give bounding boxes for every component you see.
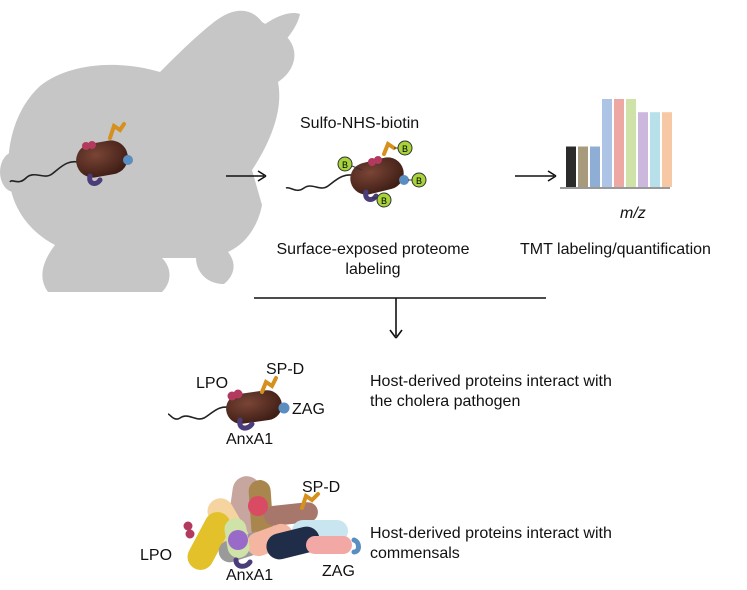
pathogen-caption: Host-derived proteins interact with the …	[370, 372, 612, 412]
arrow-right-2	[515, 170, 557, 182]
zag-icon	[123, 155, 133, 165]
spectrum-bar-9	[662, 112, 672, 187]
pathogen-lpo-label: LPO	[196, 375, 229, 392]
anxa1-icon	[87, 173, 103, 186]
svg-text:B: B	[416, 176, 422, 186]
merge-connector	[254, 297, 546, 339]
anxa1-icon	[237, 417, 255, 431]
spd-icon	[108, 122, 126, 140]
pathogen-caption-line1: Host-derived proteins interact with	[370, 373, 612, 390]
lpo-icon	[183, 521, 195, 539]
svg-text:B: B	[402, 144, 408, 154]
anxa1-icon	[233, 557, 253, 569]
spectrum-bar-4	[602, 99, 612, 187]
pathogen-zag-label: ZAG	[292, 401, 325, 418]
biotin-tag-3: B	[411, 172, 427, 188]
commensal-anxa1-label: AnxA1	[226, 567, 274, 584]
lpo-icon	[227, 389, 243, 401]
arrow-right-1	[226, 170, 267, 182]
labeling-caption-line2: labeling	[345, 261, 401, 278]
tmt-caption: TMT labeling/quantification	[520, 241, 711, 258]
svg-text:B: B	[342, 160, 348, 170]
spectrum-bar-1	[566, 146, 576, 187]
biotinylated-pathogen: B B B B	[285, 140, 427, 208]
lpo-icon	[82, 141, 96, 150]
mz-axis-label: m/z	[620, 205, 646, 222]
tmt-spectrum	[566, 99, 672, 187]
biotin-tag-2: B	[397, 140, 413, 156]
commensal-caption: Host-derived proteins interact with comm…	[370, 524, 612, 564]
labeling-caption-line1: Surface-exposed proteome	[276, 241, 470, 258]
reagent-label: Sulfo-NHS-biotin	[300, 115, 420, 132]
spectrum-bar-2	[578, 146, 588, 187]
zag-icon	[351, 537, 361, 555]
spectrum-bar-6	[626, 99, 636, 187]
labeling-caption: Surface-exposed proteome labeling	[248, 240, 498, 280]
pathogen-spd-label: SP-D	[266, 361, 305, 378]
pathogen-anxa1-label: AnxA1	[226, 431, 274, 448]
zag-icon	[278, 402, 290, 414]
biotin-tag-1: B	[337, 156, 353, 172]
pathogen-panel-illustration	[167, 376, 290, 431]
spectrum-bar-8	[650, 112, 660, 187]
spectrum-bar-7	[638, 112, 648, 187]
commensal-zag-label: ZAG	[322, 563, 355, 580]
commensal-cluster	[183, 476, 361, 570]
commensal-caption-line1: Host-derived proteins interact with	[370, 525, 612, 542]
pathogen-in-host	[9, 122, 133, 186]
commensal-spd-label: SP-D	[302, 479, 341, 496]
biotin-tag-4: B	[376, 192, 392, 208]
svg-text:B: B	[381, 196, 387, 206]
pathogen-caption-line2: the cholera pathogen	[370, 393, 521, 410]
spectrum-bar-5	[614, 99, 624, 187]
commensal-lpo-label: LPO	[140, 547, 173, 564]
spectrum-bar-3	[590, 146, 600, 187]
rabbit-silhouette	[0, 10, 300, 293]
commensal-caption-line2: commensals	[370, 545, 460, 562]
spd-icon	[260, 376, 278, 394]
spd-icon	[300, 492, 320, 510]
